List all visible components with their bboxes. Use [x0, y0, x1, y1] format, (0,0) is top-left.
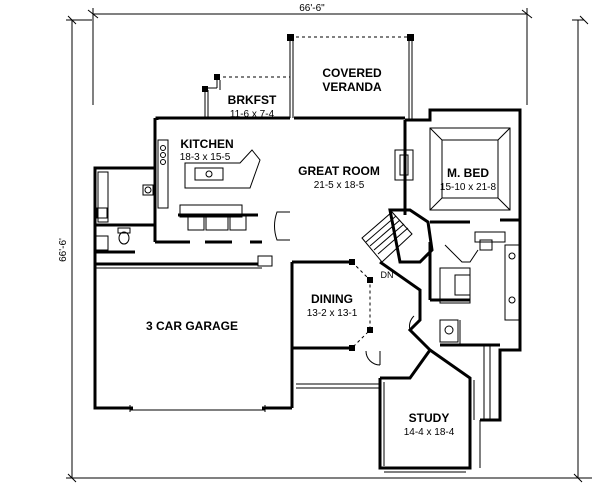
kitchen-name: KITCHEN — [180, 137, 233, 151]
stair-down-label: DN — [381, 270, 394, 280]
great-room-size: 21-5 x 18-5 — [314, 180, 365, 191]
master-bedroom — [405, 108, 522, 224]
study-size: 14-4 x 18-4 — [404, 427, 455, 438]
breakfast-bay — [202, 74, 290, 118]
breakfast-name: BRKFST — [228, 93, 277, 107]
veranda-name-line2: VERANDA — [322, 80, 382, 94]
garage-name: 3 CAR GARAGE — [146, 319, 238, 333]
stair — [361, 208, 434, 264]
breakfast-size: 11-6 x 7-4 — [230, 109, 275, 120]
width-dimension-label: 66'-6" — [299, 3, 325, 14]
laundry-area — [95, 168, 157, 254]
garage-bottom-walls — [292, 346, 380, 389]
study-name: STUDY — [409, 411, 450, 425]
veranda — [287, 34, 414, 120]
kitchen-size: 18-3 x 15-5 — [180, 152, 231, 163]
master-bath — [428, 220, 522, 422]
study — [378, 348, 481, 473]
depth-dimension-label: 66'-6' — [58, 238, 69, 262]
dining-size: 13-2 x 13-1 — [307, 308, 358, 319]
exterior-walls — [93, 116, 405, 412]
master-bed-name: M. BED — [447, 166, 489, 180]
veranda-name-line1: COVERED — [322, 66, 382, 80]
dimension-lines — [66, 8, 592, 483]
dining-name: DINING — [311, 292, 353, 306]
foyer — [365, 260, 432, 380]
master-bed-size: 15-10 x 21-8 — [440, 182, 497, 193]
right-closets — [483, 345, 491, 420]
great-room — [274, 120, 414, 264]
dining — [257, 255, 373, 351]
great-room-name: GREAT ROOM — [298, 164, 380, 178]
kitchen — [155, 139, 262, 244]
